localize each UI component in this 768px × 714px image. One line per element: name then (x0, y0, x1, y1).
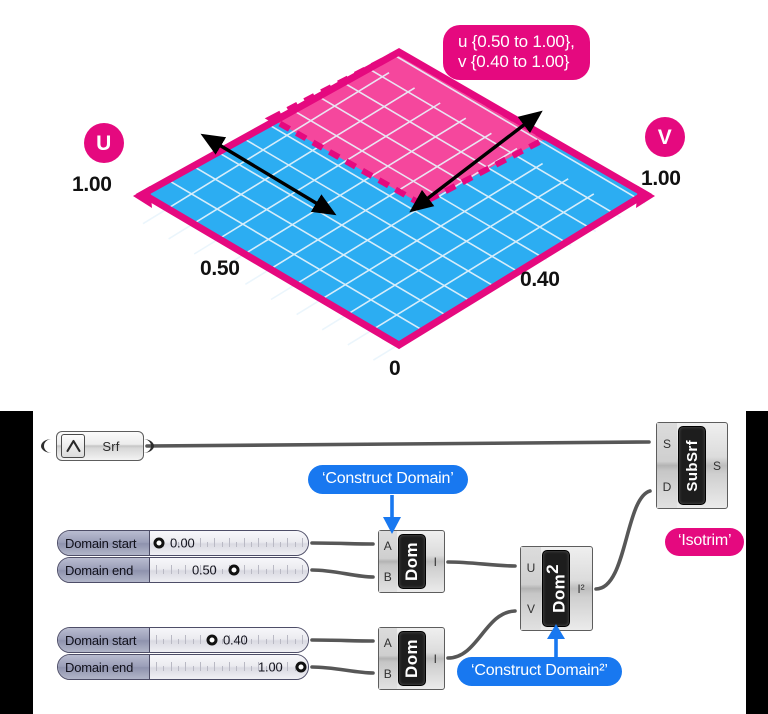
component-name-superscript: 2 (543, 564, 563, 574)
output-ports: I (427, 531, 445, 592)
surface-icon (61, 434, 85, 458)
component-nameplate: Dom (397, 631, 426, 686)
slider-ticks (156, 635, 303, 644)
port-i-label: I (433, 554, 437, 569)
port-s-out-label: S (712, 458, 721, 473)
output-ports: I² (571, 547, 591, 630)
annotation-arrow-down (383, 495, 401, 534)
component-name-text: Dom (549, 573, 569, 613)
output-ports: I (427, 628, 445, 689)
u-split-label: 0.50 (200, 257, 240, 280)
v-axis-arrow (636, 186, 655, 208)
component-name: Dom (402, 542, 421, 581)
srf-parameter-node[interactable]: Srf (56, 431, 144, 461)
annotation-arrow-up (547, 624, 565, 660)
slider-knob[interactable] (206, 634, 218, 646)
u-extent-measure-arrow (200, 133, 337, 216)
component-nameplate: Dom (397, 534, 426, 589)
component-name: SubSrf (683, 439, 701, 492)
v-max-label: 1.00 (641, 167, 681, 190)
construct-domain-squared-node[interactable]: U V Dom2 I² (520, 546, 593, 631)
output-ports: S (707, 423, 727, 508)
component-name: Dom (402, 639, 421, 678)
slider-label: Domain start (58, 628, 150, 652)
construct-domain-node-1[interactable]: A B Dom I (378, 530, 445, 593)
slider-knob[interactable] (295, 661, 307, 673)
u-axis-badge: U (84, 123, 124, 163)
u-axis-arrow (133, 186, 152, 208)
port-u-label: U (526, 560, 536, 575)
component-nameplate: SubSrf (678, 426, 706, 505)
grasshopper-canvas-panel: Srf A B Dom I U V (0, 411, 768, 714)
input-ports: A B (379, 531, 397, 592)
input-ports: U V (521, 547, 541, 630)
isotrim-subsrf-node[interactable]: S D SubSrf S (656, 422, 728, 509)
annotation-construct-domain-squared: ‘Construct Domain²’ (457, 657, 622, 686)
slider-label: Domain start (58, 531, 150, 555)
uv-surface-graphic (133, 47, 655, 361)
slider-label: Domain end (58, 655, 150, 679)
slider-track[interactable]: 0.40 (150, 628, 308, 652)
wire-layer (41, 439, 652, 675)
slider-knob[interactable] (228, 564, 240, 576)
origin-label: 0 (389, 357, 401, 380)
slider-domain-start-u[interactable]: Domain start 0.00 (57, 530, 309, 556)
u-max-label: 1.00 (72, 173, 112, 196)
slider-value: 1.00 (258, 659, 283, 675)
port-a-label: A (383, 539, 392, 554)
slider-track[interactable]: 0.50 (150, 558, 308, 582)
slider-domain-start-v[interactable]: Domain start 0.40 (57, 627, 309, 653)
surface-illustration-panel: U V 1.00 1.00 0.50 0.40 0 u {0.50 to 1.0… (72, 25, 685, 380)
surface-outline (135, 47, 652, 350)
slider-knob[interactable] (153, 537, 165, 549)
slider-label: Domain end (58, 558, 150, 582)
v-split-label: 0.40 (520, 268, 560, 291)
domain-tooltip: u {0.50 to 1.00}, v {0.40 to 1.00} (443, 25, 590, 81)
letterbox-right (746, 411, 768, 714)
slider-domain-end-v[interactable]: Domain end 1.00 (57, 654, 309, 680)
construct-domain-node-2[interactable]: A B Dom I (378, 627, 445, 690)
v-extent-measure-arrow (409, 110, 543, 213)
grasshopper-canvas[interactable]: Srf A B Dom I U V (33, 411, 746, 714)
port-s-in-label: S (662, 437, 671, 452)
port-a-label: A (383, 636, 392, 651)
slider-track[interactable]: 1.00 (150, 655, 308, 679)
slider-track[interactable]: 0.00 (150, 531, 308, 555)
annotation-isotrim: ‘Isotrim’ (665, 528, 745, 556)
port-b-label: B (383, 666, 392, 681)
input-ports: S D (657, 423, 677, 508)
letterbox-left (0, 411, 33, 714)
port-i2-label: I² (577, 581, 585, 596)
port-v-label: V (526, 602, 535, 617)
port-i-label: I (433, 651, 437, 666)
v-axis-badge: V (645, 117, 685, 157)
input-ports: A B (379, 628, 397, 689)
annotation-construct-domain: ‘Construct Domain’ (308, 465, 468, 494)
slider-value: 0.50 (192, 562, 217, 578)
component-name: Dom2 (543, 564, 569, 613)
component-nameplate: Dom2 (542, 550, 570, 627)
slider-domain-end-u[interactable]: Domain end 0.50 (57, 557, 309, 583)
slider-value: 0.40 (223, 632, 248, 648)
port-d-in-label: D (662, 479, 672, 494)
port-b-label: B (383, 569, 392, 584)
slider-value: 0.00 (170, 535, 195, 551)
wire-grips (41, 439, 154, 453)
srf-parameter-label: Srf (102, 438, 120, 454)
subsurface-dashed-outline (264, 48, 553, 208)
